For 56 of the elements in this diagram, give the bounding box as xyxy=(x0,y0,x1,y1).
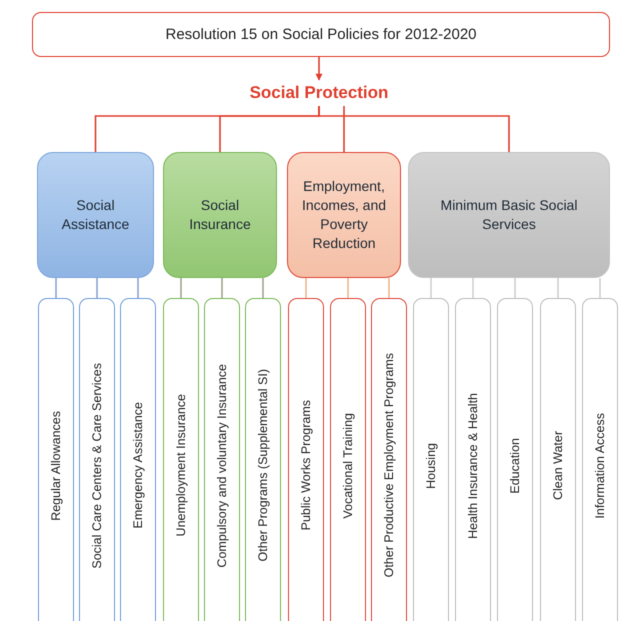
category-box xyxy=(287,152,401,278)
title-box xyxy=(32,12,610,57)
program-box xyxy=(371,298,407,621)
connector-line xyxy=(221,278,223,298)
item-label: Vocational Training xyxy=(341,412,355,518)
item-label: Social Care Centers & Care Services xyxy=(90,362,104,568)
connector-line xyxy=(96,278,98,298)
item-label: Other Programs (Supplemental SI) xyxy=(256,369,270,562)
program-box xyxy=(38,298,74,621)
program-box xyxy=(163,298,199,621)
category-box xyxy=(37,152,154,278)
program-box xyxy=(288,298,324,621)
connector-line xyxy=(55,278,57,298)
connector-line xyxy=(347,278,349,298)
program-box xyxy=(497,298,533,621)
item-label: Regular Allowances xyxy=(49,410,63,520)
program-box xyxy=(582,298,618,621)
connector-line xyxy=(305,278,307,298)
item-label: Emergency Assistance xyxy=(131,402,145,529)
item-label: Public Works Programs xyxy=(299,400,313,531)
item-label: Unemployment Insurance xyxy=(174,394,188,537)
heading-label: Social Protection xyxy=(248,80,390,106)
box-label: Social Assistance xyxy=(60,196,130,234)
arrow xyxy=(316,57,322,81)
program-box xyxy=(204,298,240,621)
connector-line xyxy=(180,278,182,298)
item-label: Compulsory and voluntary Insurance xyxy=(215,364,229,568)
program-box xyxy=(120,298,156,621)
program-box xyxy=(79,298,115,621)
box-label: Social Insurance xyxy=(188,196,252,234)
item-label: Clean Water xyxy=(551,430,565,500)
connector-line xyxy=(599,278,601,298)
connector-line xyxy=(137,278,139,298)
connector-line xyxy=(430,278,432,298)
box-label: Minimum Basic Social Services xyxy=(440,196,578,234)
connector-line xyxy=(318,106,510,152)
connector-line xyxy=(262,278,264,298)
connector-line xyxy=(343,106,345,152)
item-label: Education xyxy=(508,438,522,494)
connector-line xyxy=(472,278,474,298)
connector-line xyxy=(514,278,516,298)
box-label: Employment, Incomes, and Poverty Reduction xyxy=(300,177,388,253)
program-box xyxy=(540,298,576,621)
item-label: Information Access xyxy=(593,412,607,518)
box-label: Resolution 15 on Social Policies for 2012-2020 xyxy=(165,26,477,43)
program-box xyxy=(455,298,491,621)
category-box xyxy=(408,152,610,278)
item-label: Other Productive Employment Programs xyxy=(382,353,396,578)
category-box xyxy=(163,152,277,278)
connector-line xyxy=(388,278,390,298)
program-box xyxy=(413,298,449,621)
program-box xyxy=(245,298,281,621)
item-label: Housing xyxy=(424,442,438,488)
connector-line xyxy=(557,278,559,298)
program-box xyxy=(330,298,366,621)
item-label: Health Insurance & Health xyxy=(466,392,480,538)
